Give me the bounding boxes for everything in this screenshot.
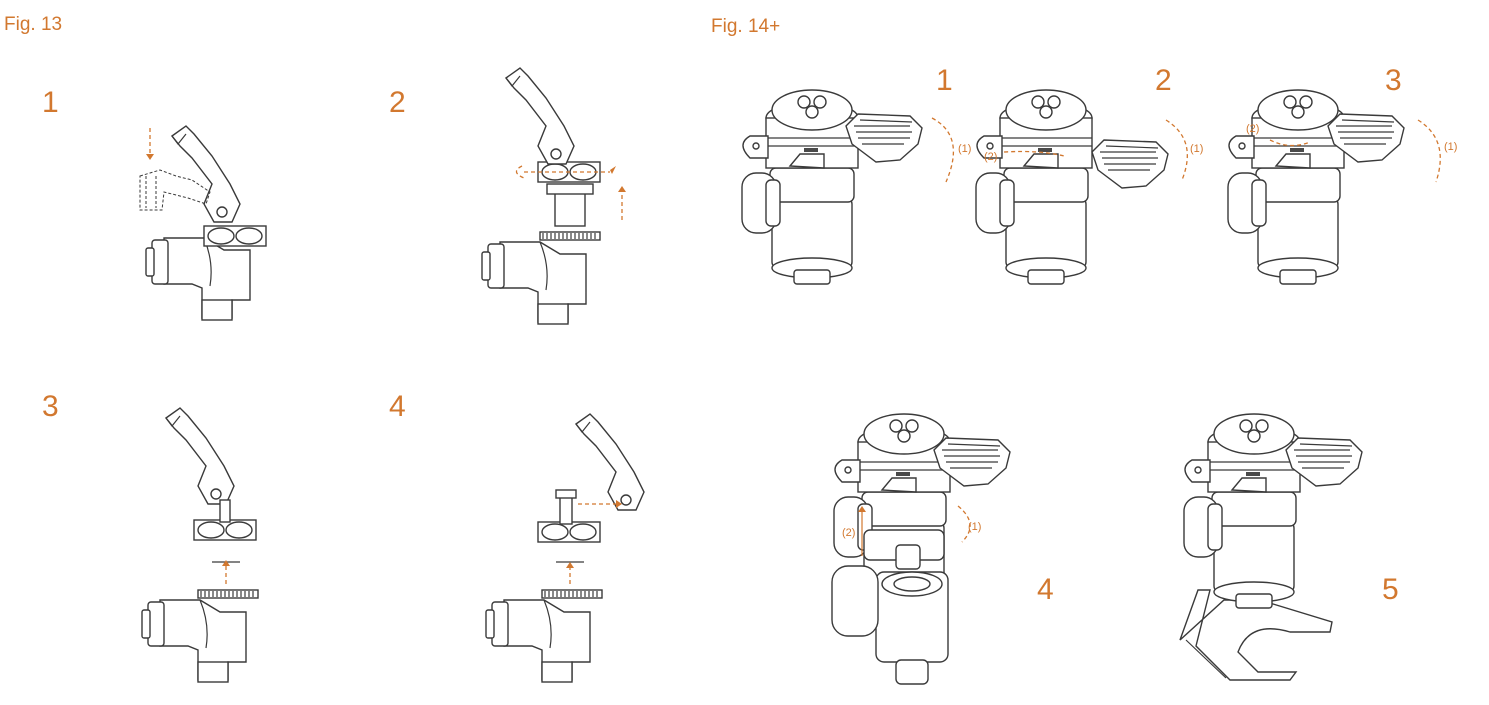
fig14-step-5: 5 [1382,573,1399,606]
fig14-step-1: 1 [936,64,953,97]
fig14-step4-drawing: (2) (1) [831,413,1011,685]
fig13-title: Fig. 13 [4,14,63,35]
fig14-step3-label-1: (1) [1444,141,1457,153]
fig14-step-3: 3 [1385,64,1402,97]
fig14-step2-label-2: (2) [984,151,997,163]
fig13-step-4: 4 [389,390,406,423]
fig14-step2-drawing: (1) (2) [975,89,1203,285]
fig13-step-3: 3 [42,390,59,423]
fig13-step4-drawing [485,413,645,683]
fig13-step1-drawing [139,125,267,321]
fig14-step3-label-2: (2) [1246,123,1259,135]
fig14-step1-label-1: (1) [958,143,971,155]
fig14-title: Fig. 14+ [711,16,781,37]
fig14-step3-drawing: (1) (2) [1227,89,1457,285]
fig14-step-4: 4 [1037,573,1054,606]
fig13-step-1: 1 [42,86,59,119]
fig14-step4-label-1: (1) [968,521,981,533]
fig13-step2-drawing [481,67,626,325]
fig14-step2-label-1: (1) [1190,143,1203,155]
fig14-step4-label-2: (2) [842,527,855,539]
fig13-step-2: 2 [389,86,406,119]
fig14-step-2: 2 [1155,64,1172,97]
fig14-step5-drawing [1179,413,1363,681]
fig14-step1-drawing: (1) [741,89,971,285]
fig13-step3-drawing [141,407,259,683]
